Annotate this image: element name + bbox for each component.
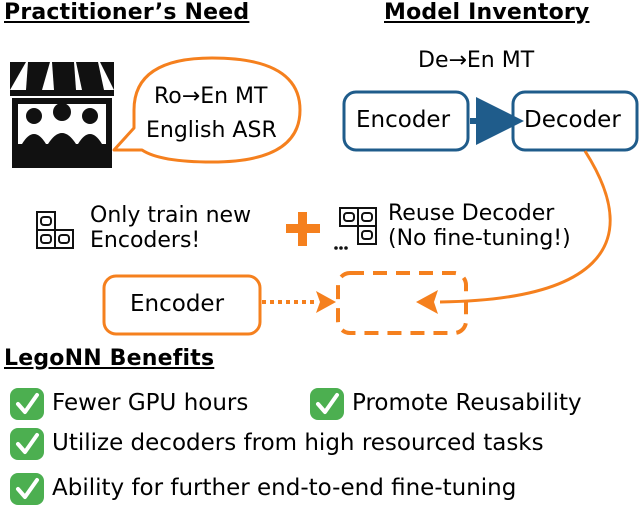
- check-icon: [10, 428, 44, 460]
- inventory-decoder-label: Decoder: [524, 107, 621, 133]
- need-item: Ro→En MT: [154, 84, 268, 109]
- lego-block-icon-right: [334, 207, 377, 250]
- lego-block-icon-left: [36, 211, 74, 249]
- decoder-to-placeholder-arrow: [439, 150, 612, 304]
- inventory-encoder-box: [342, 90, 470, 152]
- store-icon: [10, 62, 114, 168]
- reused-decoder-placeholder: [336, 271, 468, 335]
- benefit-item: Promote Reusability: [352, 390, 582, 416]
- speech-bubble: [112, 56, 302, 164]
- practitioner-need-heading: Practitioner’s Need: [4, 0, 250, 25]
- model-inventory-heading: Model Inventory: [384, 0, 590, 25]
- benefit-item: Utilize decoders from high resourced tas…: [52, 430, 544, 456]
- new-encoder-label: Encoder: [130, 291, 225, 317]
- reuse-decoder-line2: (No fine-tuning!): [388, 226, 571, 251]
- arrowhead-left: [316, 291, 336, 313]
- plus-sign: [286, 212, 320, 246]
- need-item: English ASR: [146, 118, 277, 143]
- train-encoders-line2: Encoders!: [90, 228, 201, 253]
- benefits-heading: LegoNN Benefits: [4, 346, 215, 371]
- benefit-item: Fewer GPU hours: [52, 390, 249, 416]
- check-icon: [10, 473, 44, 505]
- train-encoders-line1: Only train new: [90, 203, 252, 228]
- benefit-item: Ability for further end-to-end fine-tuni…: [52, 475, 517, 501]
- inventory-encoder-label: Encoder: [356, 107, 451, 133]
- reuse-decoder-line1: Reuse Decoder: [388, 201, 555, 226]
- new-encoder-box: [102, 274, 262, 336]
- check-icon: [10, 388, 44, 420]
- arrowhead-right: [416, 290, 438, 314]
- inventory-model-label: De→En MT: [418, 48, 535, 73]
- check-icon: [310, 388, 344, 420]
